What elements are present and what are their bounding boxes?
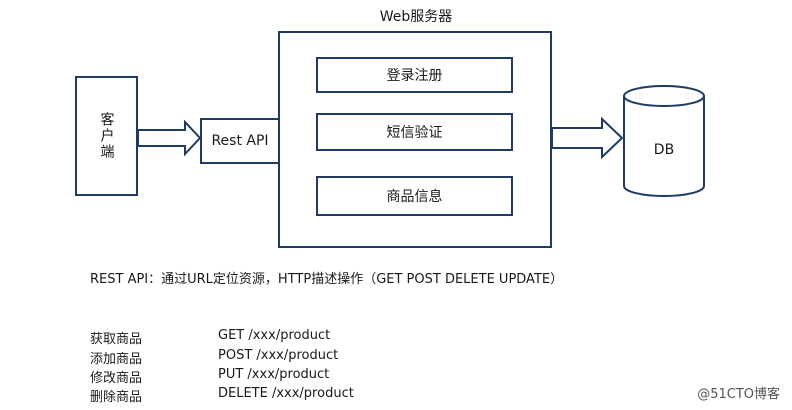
module-label: 商品信息	[386, 189, 443, 205]
operation-name: 修改商品	[90, 371, 143, 386]
server-to-db-arrow	[551, 116, 624, 160]
operation-route: GET /xxx/product	[218, 328, 331, 343]
db-label: DB	[653, 142, 675, 158]
rest-api-description: REST API：通过URL定位资源，HTTP描述操作（GET POST DEL…	[90, 272, 564, 287]
server-title: Web服务器	[379, 9, 453, 25]
operation-name: 删除商品	[90, 390, 143, 405]
client-to-api-arrow	[137, 119, 202, 157]
operation-route: POST /xxx/product	[218, 348, 339, 363]
rest-api-label: Rest API	[211, 133, 269, 149]
operation-route: PUT /xxx/product	[218, 367, 330, 382]
operation-route: DELETE /xxx/product	[218, 386, 354, 401]
operation-name: 获取商品	[90, 332, 143, 347]
watermark: @51CTO博客	[697, 387, 780, 402]
operation-name: 添加商品	[90, 352, 143, 367]
module-login-register: 登录注册	[316, 57, 513, 93]
rest-api-box: Rest API	[200, 118, 280, 164]
module-product-info: 商品信息	[316, 176, 513, 216]
module-sms-verify: 短信验证	[316, 113, 513, 151]
module-label: 短信验证	[386, 125, 443, 141]
client-box: 客户端	[75, 76, 138, 196]
client-label: 客户端	[98, 112, 115, 160]
db-cylinder	[623, 85, 705, 197]
module-label: 登录注册	[386, 68, 443, 84]
